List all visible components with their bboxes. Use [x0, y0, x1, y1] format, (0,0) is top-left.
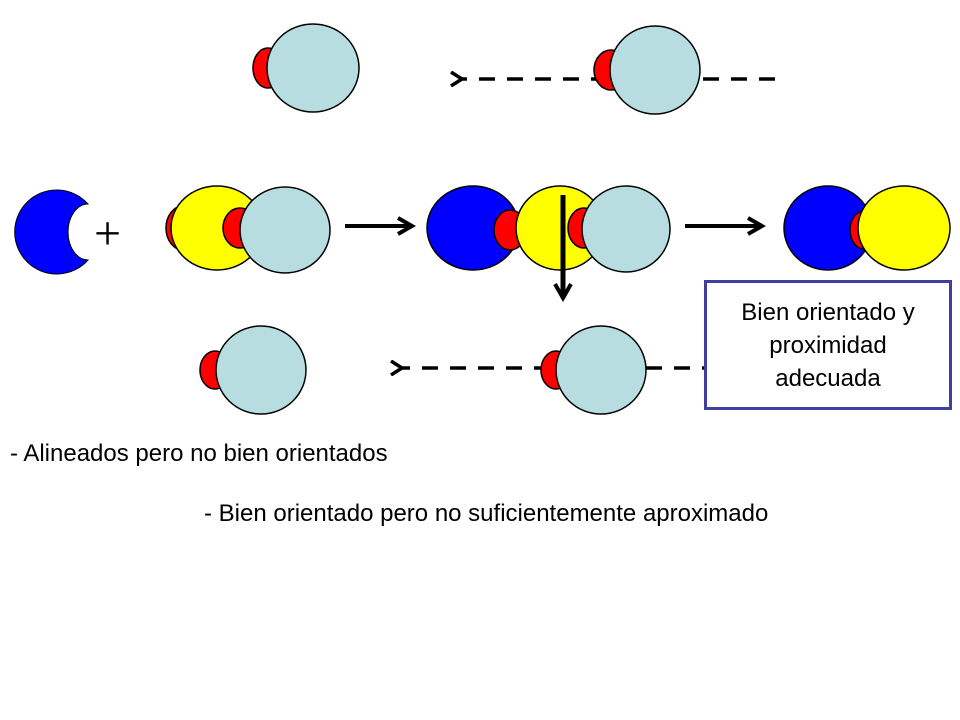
blue-substrate — [14, 189, 90, 275]
transition-complex — [426, 185, 671, 273]
bottom-left-molecule — [199, 325, 307, 415]
top-left-molecule — [252, 23, 360, 113]
note-oriented-not-close: - Bien orientado pero no suficientemente… — [204, 500, 769, 527]
callout-line-1: Bien orientado y — [741, 298, 915, 326]
callout-line-2: proximidad — [769, 331, 887, 359]
top-right-molecule — [593, 25, 701, 115]
bottom-right-molecule — [540, 325, 647, 415]
yellow-complex — [165, 185, 331, 274]
product-molecule — [783, 185, 951, 271]
callout-line-3: adecuada — [775, 364, 881, 392]
note-aligned-not-oriented: - Alineados pero no bien orientados — [10, 440, 388, 467]
plus-sign: + — [94, 207, 122, 260]
callout-box: Bien orientado y proximidad adecuada — [704, 280, 952, 410]
